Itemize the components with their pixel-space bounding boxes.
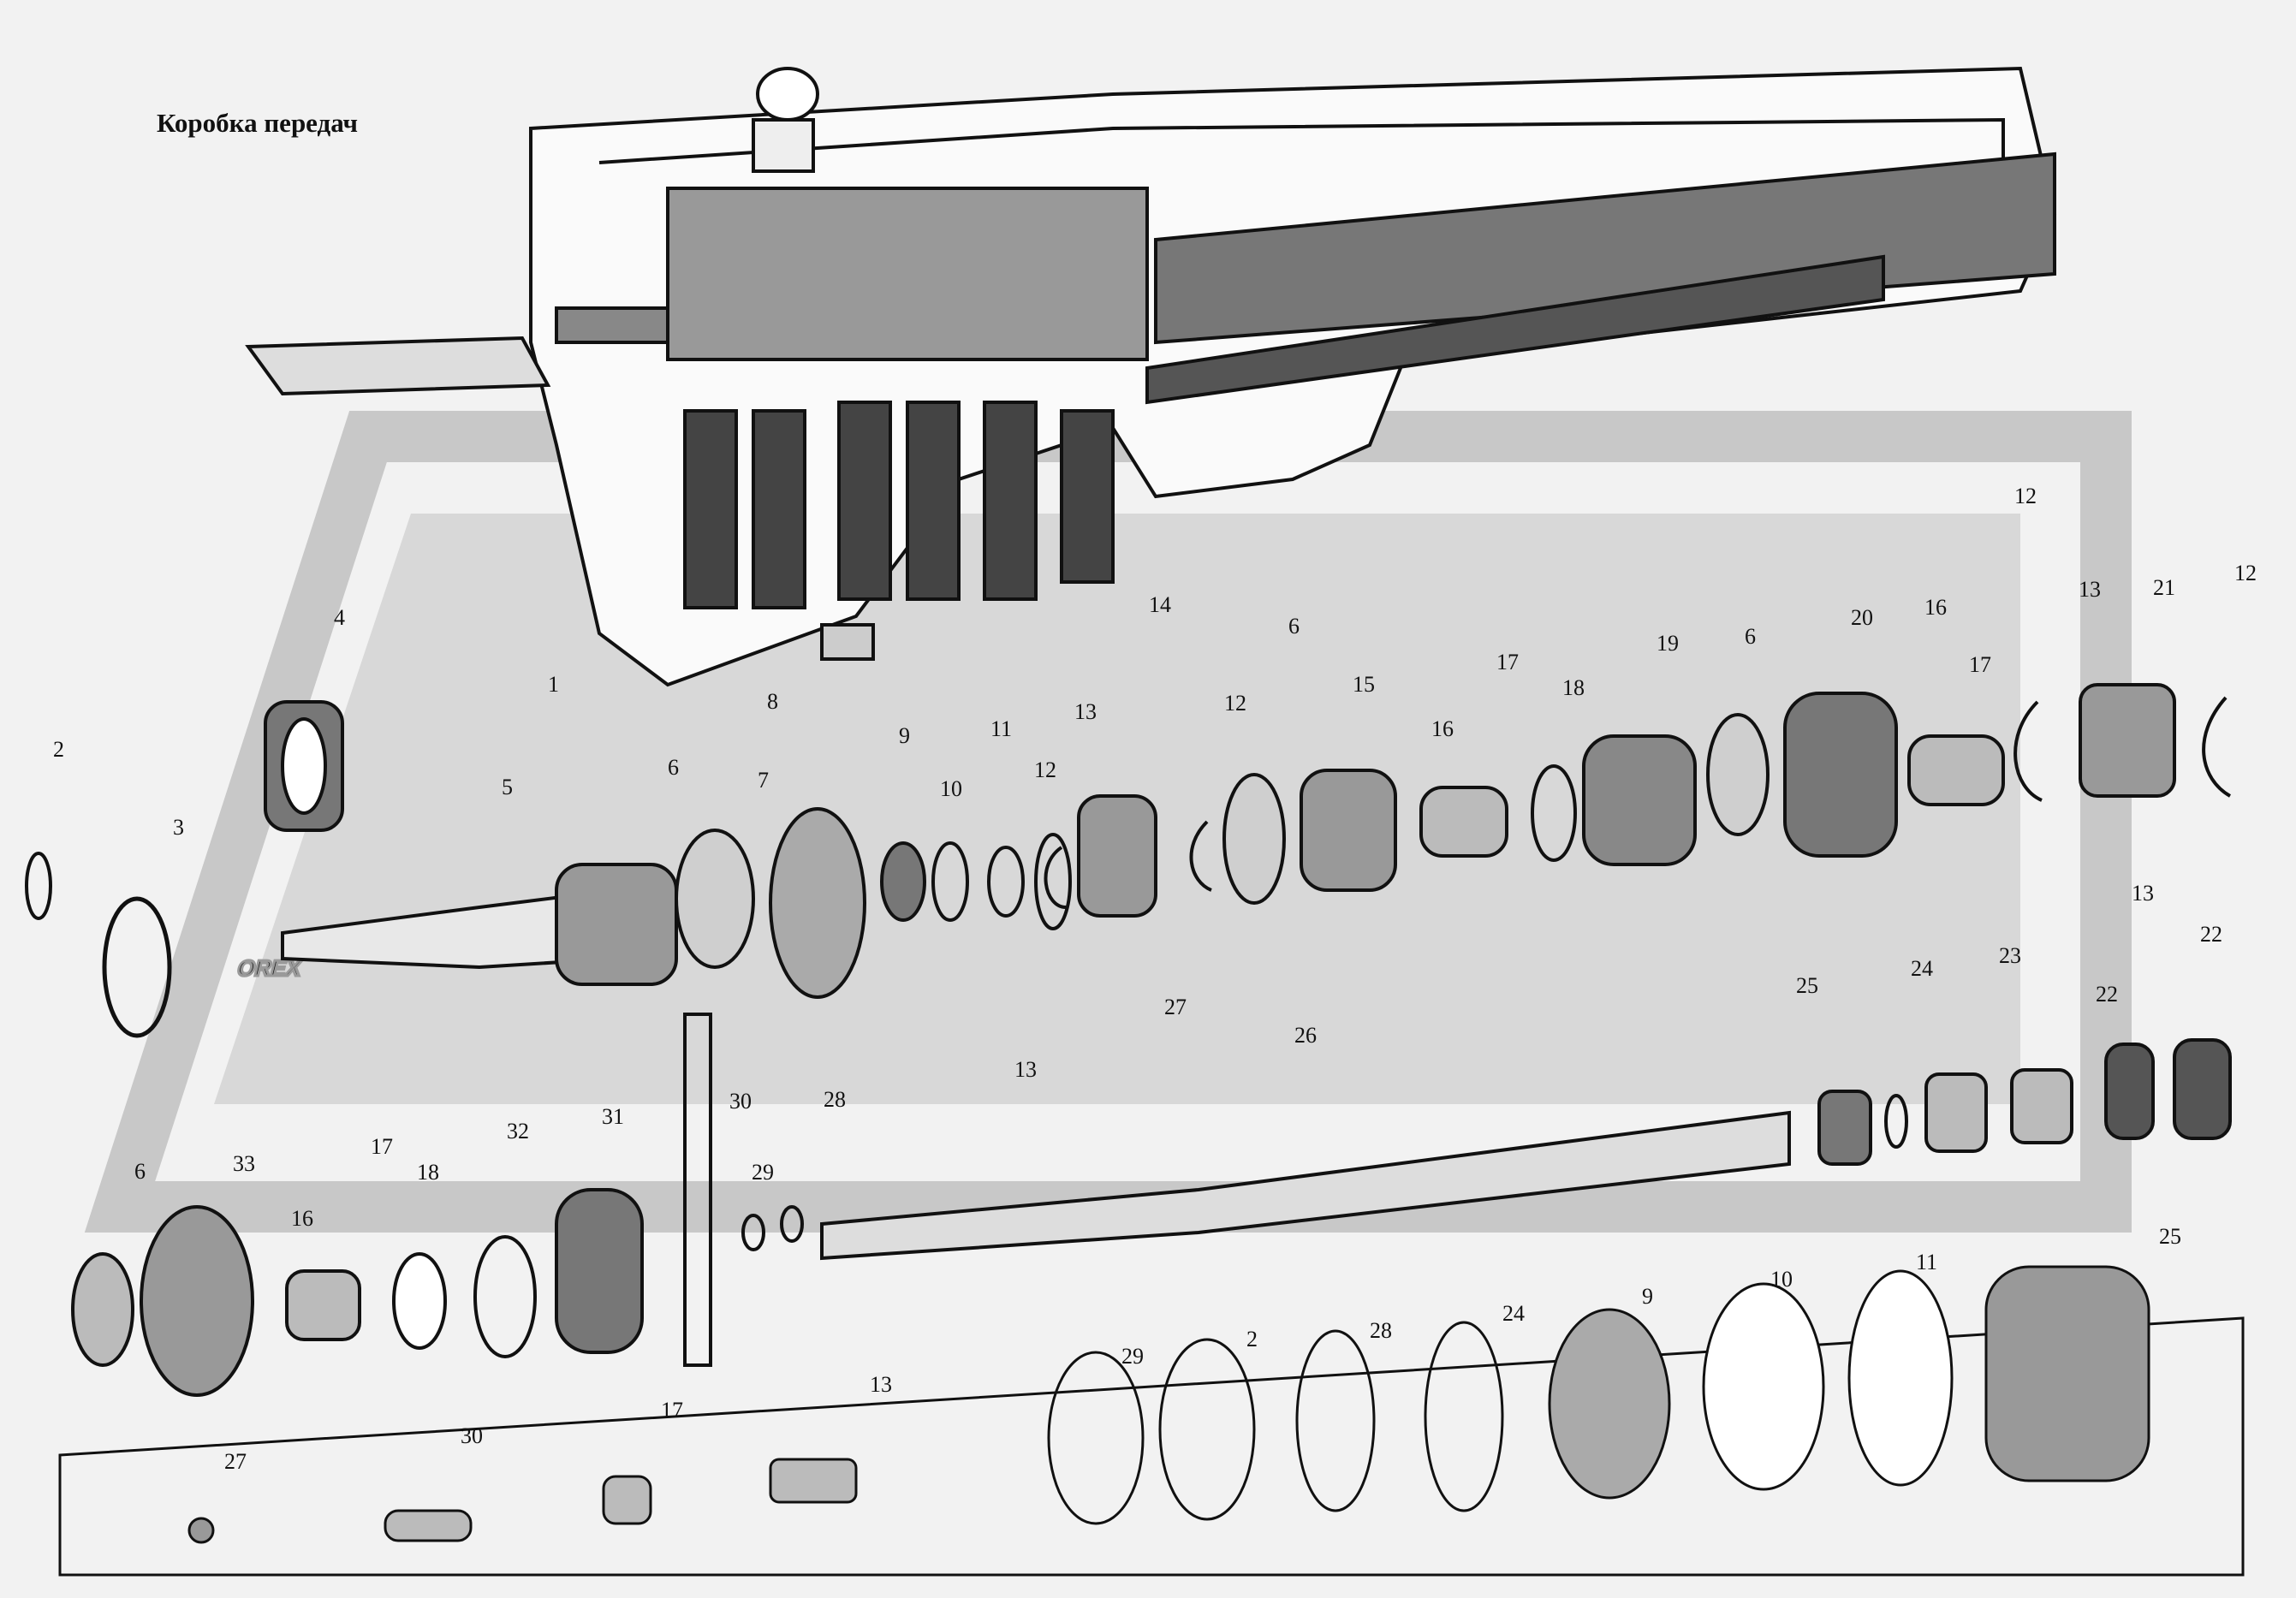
callout-27b: 27	[224, 1449, 247, 1474]
callout-21: 21	[2153, 575, 2175, 600]
callout-4: 4	[334, 605, 345, 630]
gearbox-housing	[245, 66, 2057, 687]
callout-26: 26	[1294, 1023, 1317, 1048]
part-bearing-4	[264, 700, 344, 832]
callout-6a: 6	[668, 755, 679, 780]
callout-15: 15	[1353, 672, 1375, 697]
callout-6b: 6	[1288, 614, 1300, 639]
callout-16c: 16	[291, 1206, 313, 1231]
callout-32: 32	[507, 1119, 529, 1144]
callout-25a: 25	[1796, 973, 1818, 998]
callout-12d: 12	[2234, 561, 2257, 585]
callout-31: 31	[602, 1104, 624, 1129]
callout-19: 19	[1657, 631, 1679, 656]
callout-28a: 28	[824, 1087, 846, 1112]
watermark-text: OREX	[235, 955, 304, 981]
callout-17b: 17	[1969, 652, 1991, 677]
part-gears-row1	[675, 683, 2176, 999]
callout-11: 11	[990, 716, 1012, 741]
callout-2: 2	[53, 737, 64, 762]
callout-18b: 18	[417, 1160, 439, 1185]
callout-10: 10	[940, 776, 962, 801]
callout-29b: 29	[1121, 1344, 1144, 1369]
callout-11b: 11	[1916, 1250, 1937, 1274]
callout-30b: 30	[461, 1423, 483, 1448]
callout-13c: 13	[2132, 881, 2154, 906]
callout-9: 9	[899, 723, 910, 748]
callout-3: 3	[173, 815, 184, 840]
part-ring-2	[25, 852, 52, 920]
diagram-title: Коробка передач	[157, 108, 358, 138]
callout-27a: 27	[1164, 995, 1187, 1019]
callout-13a: 13	[1074, 699, 1097, 724]
callout-13d: 13	[1014, 1057, 1037, 1082]
part-layshaft	[820, 1038, 2232, 1261]
part-ring-3	[102, 896, 172, 1038]
callout-23: 23	[1999, 943, 2021, 968]
part-input-shaft	[281, 863, 678, 986]
callout-24a: 24	[1911, 956, 1933, 981]
inset-panel	[58, 1265, 2245, 1577]
part-row3	[71, 1013, 804, 1397]
callout-5: 5	[502, 775, 513, 799]
callout-2b: 2	[1246, 1327, 1258, 1351]
callout-7: 7	[758, 768, 769, 793]
callout-6d: 6	[134, 1159, 146, 1184]
callout-24b: 24	[1502, 1301, 1525, 1326]
callout-20: 20	[1851, 605, 1873, 630]
callout-17a: 17	[1496, 650, 1519, 674]
callout-22a: 22	[2096, 982, 2118, 1007]
callout-33: 33	[233, 1151, 255, 1176]
callout-12a: 12	[1034, 757, 1056, 782]
callout-16b: 16	[1924, 595, 1947, 620]
callout-17d: 17	[661, 1398, 683, 1423]
callout-10b: 10	[1770, 1267, 1793, 1292]
callout-13b: 13	[2079, 577, 2101, 602]
callout-30a: 30	[729, 1089, 752, 1114]
callout-14: 14	[1149, 592, 1171, 617]
callout-13e: 13	[870, 1372, 892, 1397]
callout-18a: 18	[1562, 675, 1585, 700]
callout-labels: 1 2 3 4 5 6 7 8 9 10 11 12 13 14 12 6 15…	[53, 484, 2257, 1474]
part-springs-12	[1044, 696, 2232, 909]
callout-9b: 9	[1642, 1284, 1653, 1309]
callout-17c: 17	[371, 1134, 393, 1159]
callout-12b: 12	[1224, 691, 1246, 716]
callout-22b: 22	[2200, 922, 2222, 947]
callout-28b: 28	[1370, 1318, 1392, 1343]
callout-1: 1	[548, 672, 559, 697]
callout-29a: 29	[752, 1160, 774, 1185]
callout-25b: 25	[2159, 1224, 2181, 1249]
callout-12c: 12	[2014, 484, 2037, 508]
callout-16a: 16	[1431, 716, 1454, 741]
callout-6c: 6	[1745, 624, 1756, 649]
callout-8: 8	[767, 689, 778, 714]
